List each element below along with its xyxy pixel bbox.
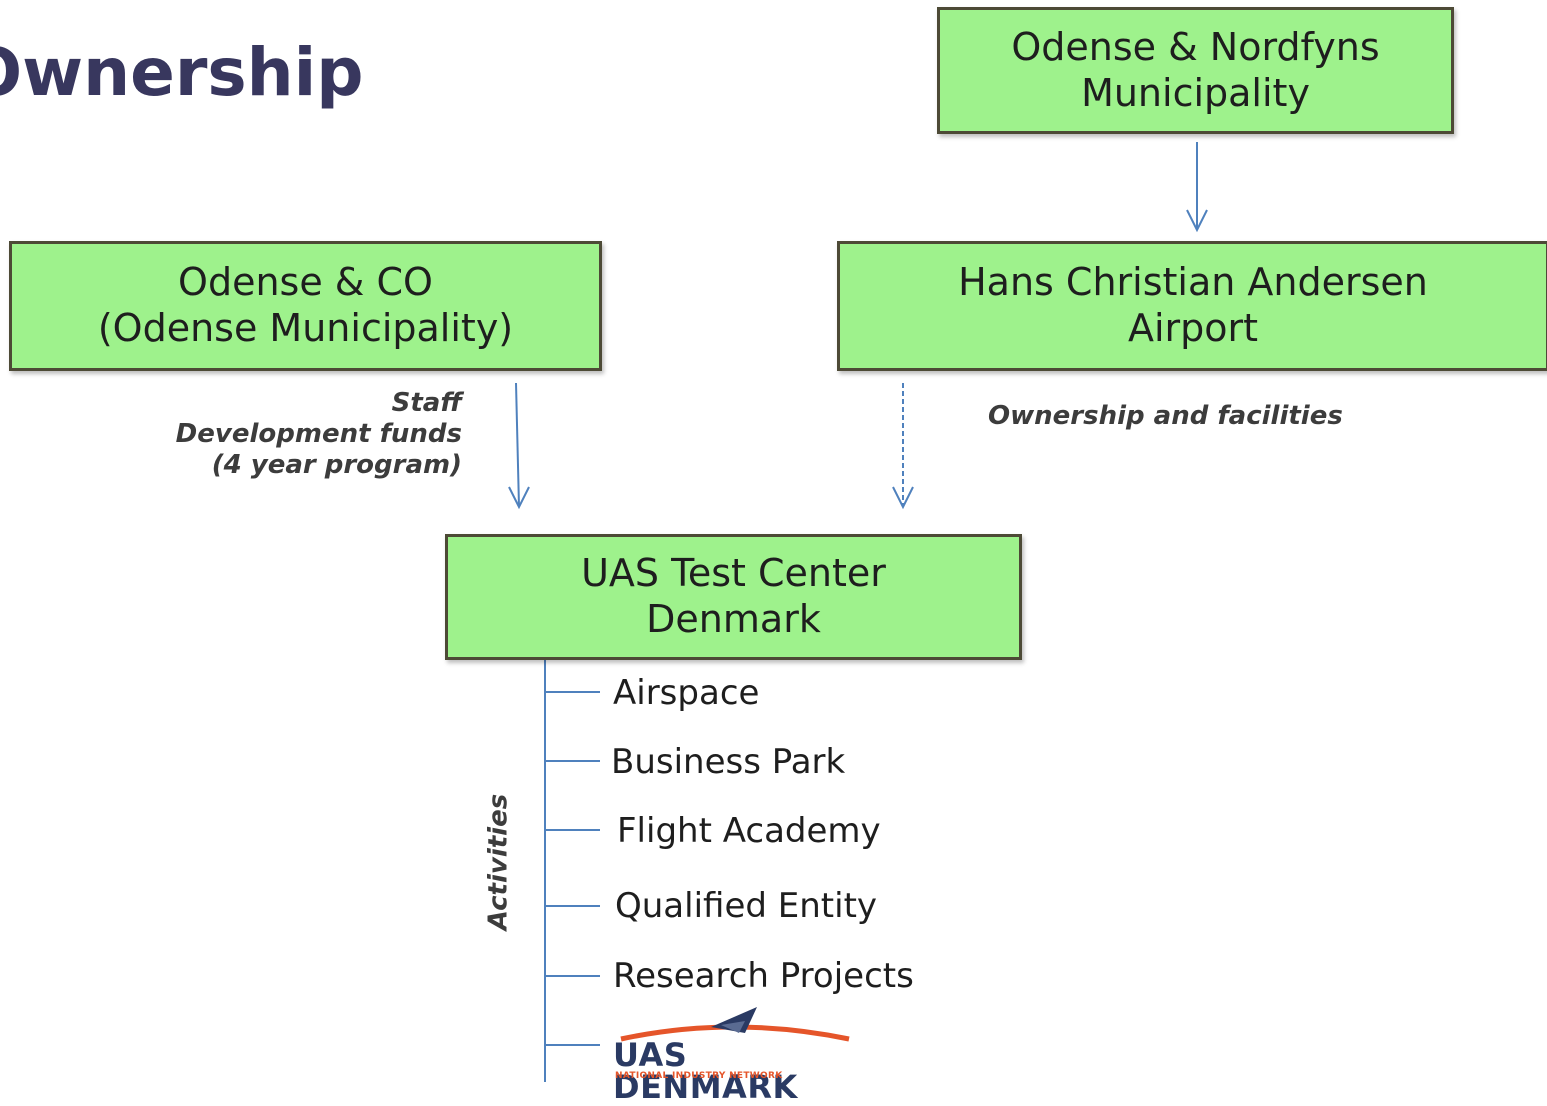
node-label-line1: UAS Test Center — [581, 551, 886, 596]
plane-icon — [620, 1007, 850, 1042]
activity-qualified-entity: Qualified Entity — [615, 886, 878, 926]
note-ownership-facilities: Ownership and facilities — [988, 401, 1343, 431]
uas-denmark-logo: UAS DENMARK NATIONAL INDUSTRY NETWORK — [613, 1003, 863, 1103]
activity-business-park: Business Park — [611, 742, 846, 782]
note-line: Staff — [391, 388, 462, 418]
activity-flight-academy: Flight Academy — [617, 811, 881, 851]
node-uas-test-center: UAS Test Center Denmark — [445, 534, 1022, 660]
label-activities: Activities — [483, 793, 514, 931]
page-title: Ownership — [0, 34, 364, 111]
node-label-line2: Municipality — [1081, 70, 1310, 115]
node-label-line2: Denmark — [646, 597, 821, 641]
node-label-line1: Hans Christian Andersen — [958, 260, 1428, 305]
node-odense-co: Odense & CO (Odense Municipality) — [9, 241, 602, 371]
note-staff-funds: Staff Development funds (4 year program) — [176, 388, 462, 482]
node-label-line1: Odense & CO — [178, 260, 433, 305]
activity-research-projects: Research Projects — [613, 956, 914, 996]
note-line: Development funds — [175, 419, 462, 450]
activity-airspace: Airspace — [613, 673, 760, 713]
node-hca-airport: Hans Christian Andersen Airport — [837, 241, 1547, 371]
node-label-line2: (Odense Municipality) — [97, 306, 514, 350]
arrowhead-nordfyns-to-airport — [1186, 209, 1208, 233]
node-label-line2: Airport — [1127, 306, 1259, 350]
node-odense-nordfyns-municipality: Odense & Nordfyns Municipality — [937, 7, 1454, 134]
logo-tagline: NATIONAL INDUSTRY NETWORK — [615, 1071, 783, 1081]
arrowhead-airport-to-uas — [892, 486, 914, 510]
arrowhead-odense-co-to-uas — [508, 486, 530, 510]
node-label-line1: Odense & Nordfyns — [1011, 24, 1380, 69]
arrow-odense-co-to-uas — [515, 382, 520, 508]
note-line: (4 year program) — [211, 450, 462, 481]
